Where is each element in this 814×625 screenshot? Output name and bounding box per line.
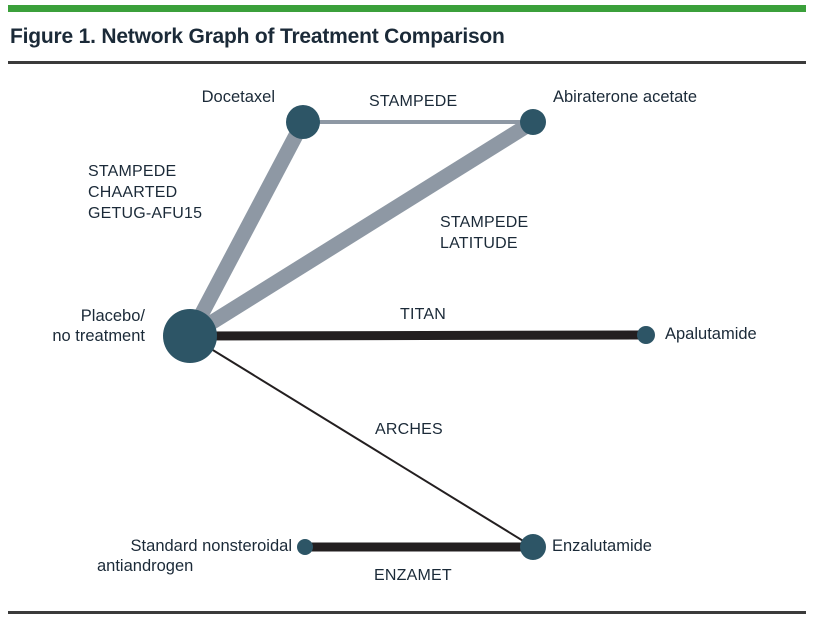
edge-placebo-enzalutamide: [189, 335, 534, 548]
edge-label-placebo-abiraterone-line1: STAMPEDE: [440, 214, 529, 231]
node-nsaa[interactable]: [297, 539, 313, 555]
node-docetaxel[interactable]: [286, 105, 320, 139]
node-label-nsaa-line2: antiandrogen: [97, 557, 194, 575]
edge-placebo-apalutamide: [189, 330, 647, 341]
node-label-enzalutamide: Enzalutamide: [552, 537, 652, 555]
node-abiraterone[interactable]: [520, 109, 546, 135]
network-graph-svg: [163, 105, 655, 560]
edge-label-placebo-docetaxel-line3: GETUG-AFU15: [88, 205, 203, 222]
node-label-placebo-line2: no treatment: [52, 327, 145, 345]
top-accent-bar: [8, 5, 806, 12]
node-label-abiraterone: Abiraterone acetate: [553, 88, 698, 106]
node-apalutamide[interactable]: [637, 326, 655, 344]
edge-label-placebo-enzalutamide: ARCHES: [375, 421, 443, 438]
edge-label-placebo-docetaxel-line1: STAMPEDE: [88, 163, 177, 180]
edge-label-placebo-docetaxel-line2: CHAARTED: [88, 184, 178, 201]
bottom-divider-rule: [8, 611, 806, 614]
title-divider-rule: [8, 61, 806, 64]
edge-label-nsaa-enzalutamide: ENZAMET: [374, 567, 452, 584]
node-label-docetaxel: Docetaxel: [201, 88, 275, 106]
node-label-nsaa-line1: Standard nonsteroidal: [130, 537, 292, 555]
node-label-placebo-line1: Placebo/: [80, 307, 145, 325]
edge-label-placebo-apalutamide: TITAN: [400, 306, 447, 323]
node-label-apalutamide: Apalutamide: [665, 325, 757, 343]
node-enzalutamide[interactable]: [520, 534, 546, 560]
edge-placebo-abiraterone: [186, 115, 537, 343]
edge-label-docetaxel-abiraterone: STAMPEDE: [369, 93, 458, 110]
edge-label-placebo-abiraterone-line2: LATITUDE: [440, 235, 518, 252]
figure-title: Figure 1. Network Graph of Treatment Com…: [10, 25, 505, 48]
network-graph: Docetaxel Abiraterone acetate Placebo/ n…: [0, 66, 814, 611]
edge-placebo-docetaxel: [183, 118, 310, 340]
node-placebo[interactable]: [163, 309, 217, 363]
